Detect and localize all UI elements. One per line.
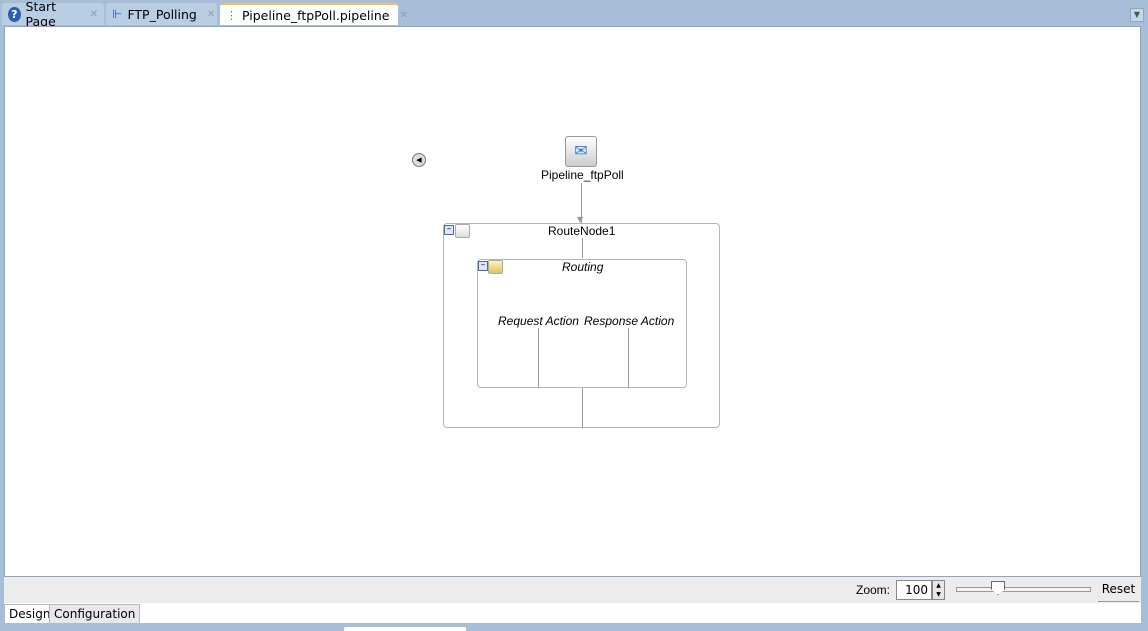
zoom-spinner[interactable]: ▲▼ bbox=[932, 580, 945, 600]
pipeline-icon: ⋮ bbox=[226, 8, 237, 22]
routing-label: Routing bbox=[562, 260, 604, 274]
zoom-label: Zoom: bbox=[856, 583, 891, 597]
routing-stage[interactable]: – Routing Request Action Response Action bbox=[477, 259, 687, 388]
zoom-input[interactable]: 100 bbox=[896, 580, 932, 600]
zoom-bar: Zoom: 100 ▲▼ Reset bbox=[4, 577, 1141, 603]
close-icon[interactable]: ✕ bbox=[89, 8, 98, 20]
pipeline-start-icon[interactable]: ✉ bbox=[565, 136, 597, 167]
tab-list-dropdown[interactable]: ▼ bbox=[1130, 8, 1144, 22]
tab-label: FTP_Polling bbox=[127, 6, 197, 22]
tab-label: Start Page bbox=[25, 0, 57, 29]
reset-button[interactable]: Reset bbox=[1098, 577, 1139, 602]
zoom-slider[interactable] bbox=[956, 587, 1091, 592]
route-node-label: RouteNode1 bbox=[548, 224, 616, 238]
route-node-icon bbox=[455, 224, 470, 238]
tab-start-page[interactable]: ? Start Page ✕ bbox=[2, 0, 104, 29]
tab-design[interactable]: Design bbox=[4, 604, 56, 623]
tab-pipeline[interactable]: ⋮ Pipeline_ftpPoll.pipeline ✕ bbox=[220, 3, 408, 25]
help-icon: ? bbox=[8, 6, 21, 22]
collapse-arrow-icon[interactable]: ◀ bbox=[412, 153, 426, 167]
route-node[interactable]: – RouteNode1 – Routing Request Action Re… bbox=[443, 223, 720, 428]
pipeline-label: Pipeline_ftpPoll bbox=[541, 168, 624, 182]
bottom-tabs: Design Configuration bbox=[4, 603, 1141, 623]
tab-ftp-polling[interactable]: ⊩ FTP_Polling ✕ bbox=[106, 3, 217, 25]
arrow-icon: ▼ bbox=[577, 215, 584, 224]
zoom-slider-thumb[interactable] bbox=[991, 581, 1005, 595]
composite-icon: ⊩ bbox=[112, 7, 123, 21]
close-icon[interactable]: ✕ bbox=[399, 9, 408, 21]
tab-configuration[interactable]: Configuration bbox=[49, 604, 141, 623]
close-icon[interactable]: ✕ bbox=[206, 8, 216, 20]
tab-label: Pipeline_ftpPoll.pipeline bbox=[242, 7, 390, 23]
design-canvas[interactable]: ◀ ✉ Pipeline_ftpPoll ▼ – RouteNode1 – Ro… bbox=[4, 26, 1141, 577]
response-action-label: Response Action bbox=[584, 314, 675, 328]
collapse-icon[interactable]: – bbox=[444, 225, 454, 235]
collapse-icon[interactable]: – bbox=[478, 261, 488, 271]
request-action-label: Request Action bbox=[498, 314, 579, 328]
status-strip bbox=[344, 627, 466, 631]
editor-tab-bar: ? Start Page ✕ ⊩ FTP_Polling ✕ ⋮ Pipelin… bbox=[0, 0, 1148, 29]
routing-icon bbox=[488, 260, 503, 274]
